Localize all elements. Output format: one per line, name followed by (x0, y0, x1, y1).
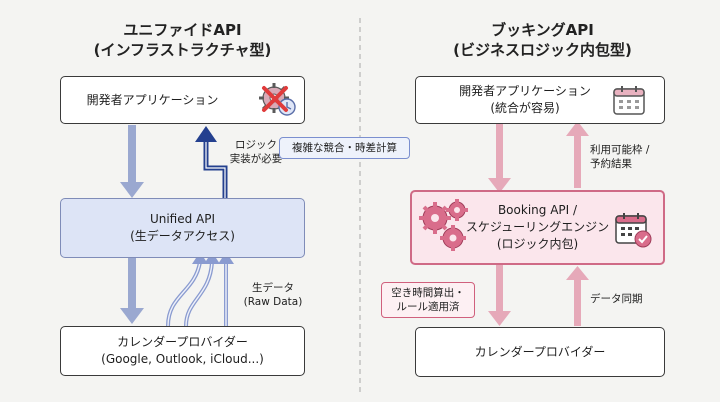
left-logic-note: ロジック 実装が必要 (226, 138, 286, 166)
right-rules-callout: 空き時間算出・ ルール適用済 (381, 282, 475, 318)
calendar-check-icon (615, 213, 652, 248)
left-title-line2: (インフラストラクチャ型) (93, 41, 272, 59)
arrow-provider-to-booking (566, 266, 589, 326)
right-provider-title: カレンダープロバイダー (474, 344, 606, 359)
right-callout-line1: 空き時間算出・ (391, 287, 465, 299)
raw-data-line1: 生データ (252, 282, 294, 294)
arrow-booking-to-provider (488, 265, 511, 326)
gears-icon (419, 199, 468, 251)
availability-label: 利用可能枠 / 予約結果 (590, 143, 660, 171)
raw-data-line2: (Raw Data) (243, 296, 303, 308)
availability-line1: 利用可能枠 / (590, 144, 650, 156)
data-sync-text: データ同期 (590, 293, 643, 305)
arrow-booking-to-app (566, 121, 589, 188)
right-callout-line2: ルール適用済 (396, 301, 460, 313)
left-provider-subtitle: (Google, Outlook, iCloud...) (101, 352, 264, 366)
booking-api-engine: スケジューリングエンジン (465, 220, 610, 234)
left-app-label: 開発者アプリケーション (86, 92, 219, 107)
arrow-app-to-booking (488, 123, 511, 193)
booking-api-title: Booking API / (497, 203, 578, 217)
arrow-unified-to-app (195, 126, 228, 198)
calendar-icon (613, 86, 645, 115)
right-title-line2: (ビジネスロジック内包型) (453, 41, 632, 59)
unified-api-box: Unified API (生データアクセス) (60, 198, 305, 258)
left-complexity-callout: 複雑な競合・時差計算 (279, 137, 410, 159)
left-calendar-provider-box: カレンダープロバイダー (Google, Outlook, iCloud...) (60, 326, 305, 376)
right-app-title: 開発者アプリケーション (459, 84, 591, 98)
left-logic-note-line1: ロジック (235, 139, 277, 151)
left-app-box: 開発者アプリケーション (60, 76, 305, 124)
unified-api-title: Unified API (149, 212, 216, 226)
arrow-app-to-unified (120, 125, 144, 198)
right-app-subtitle: (統合が容易) (490, 101, 560, 115)
left-title: ユニファイドAPI (インフラストラクチャ型) (60, 20, 305, 60)
availability-line2: 予約結果 (590, 158, 632, 170)
data-sync-label: データ同期 (590, 292, 656, 306)
right-calendar-provider-box: カレンダープロバイダー (415, 327, 665, 377)
arrow-unified-to-provider (120, 258, 144, 324)
unified-api-subtitle: (生データアクセス) (130, 229, 235, 243)
left-callout-text: 複雑な競合・時差計算 (292, 142, 397, 154)
right-title-line1: ブッキングAPI (491, 21, 594, 39)
raw-data-label: 生データ (Raw Data) (240, 281, 306, 309)
right-title: ブッキングAPI (ビジネスロジック内包型) (420, 20, 665, 60)
left-logic-note-line2: 実装が必要 (229, 153, 283, 165)
left-provider-title: カレンダープロバイダー (117, 335, 248, 349)
booking-api-subtitle: (ロジック内包) (496, 237, 579, 251)
left-title-line1: ユニファイドAPI (123, 21, 242, 39)
arrow-raw-data-bundle (166, 261, 228, 327)
gear-x-clock-icon (259, 83, 296, 116)
